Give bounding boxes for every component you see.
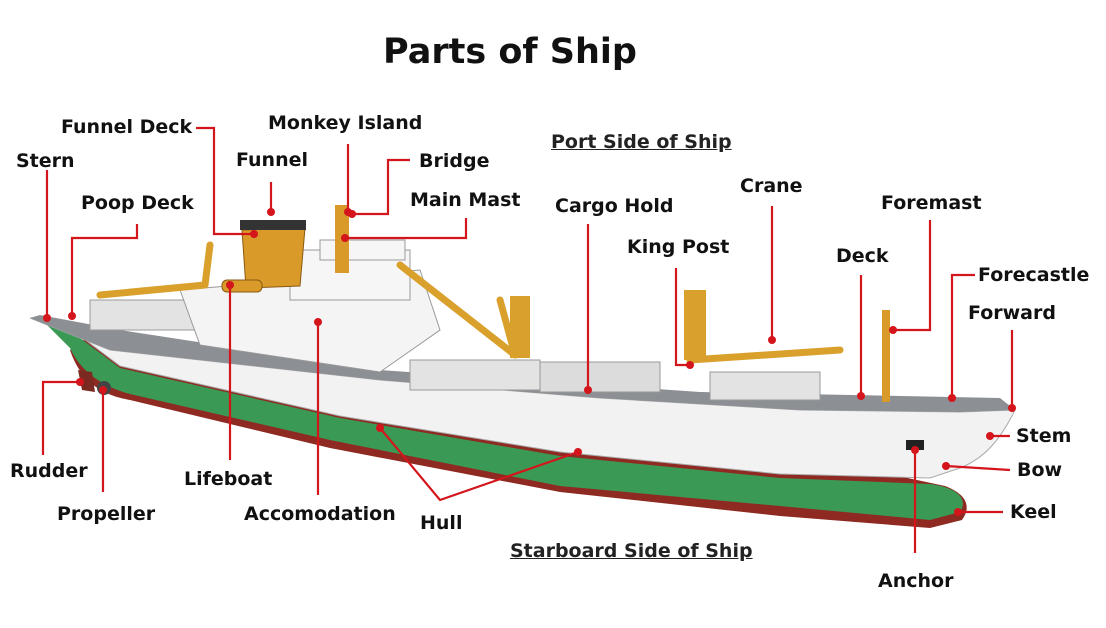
port-side-label: Port Side of Ship bbox=[551, 131, 732, 153]
label-anchor: Anchor bbox=[878, 570, 954, 592]
starboard-side-label: Starboard Side of Ship bbox=[510, 540, 753, 562]
hull-white bbox=[29, 317, 1016, 479]
hatch-4 bbox=[89, 299, 201, 331]
label-funnel-deck: Funnel Deck bbox=[61, 116, 193, 138]
label-forward: Forward bbox=[968, 302, 1056, 324]
label-keel: Keel bbox=[1010, 501, 1057, 523]
funnel-top bbox=[240, 220, 306, 230]
crane-post-1 bbox=[510, 296, 530, 358]
hull-green-band bbox=[40, 318, 963, 520]
label-hull: Hull bbox=[420, 512, 463, 534]
label-stem: Stem bbox=[1016, 425, 1072, 447]
label-cargo-hold: Cargo Hold bbox=[555, 195, 674, 217]
label-propeller: Propeller bbox=[57, 503, 156, 525]
label-main-mast: Main Mast bbox=[410, 189, 521, 211]
deck-strip bbox=[30, 315, 1015, 412]
rudder-shape bbox=[78, 370, 95, 392]
hatch-1 bbox=[409, 359, 541, 391]
label-bow: Bow bbox=[1017, 459, 1063, 481]
label-crane: Crane bbox=[740, 175, 803, 197]
label-king-post: King Post bbox=[627, 236, 730, 258]
label-deck: Deck bbox=[836, 245, 889, 267]
label-stern: Stern bbox=[16, 150, 75, 172]
label-funnel: Funnel bbox=[236, 149, 309, 171]
foremast-shape bbox=[882, 310, 890, 402]
anchor-shape bbox=[906, 440, 924, 450]
label-foremast: Foremast bbox=[881, 192, 982, 214]
hatch-2 bbox=[539, 361, 661, 393]
label-rudder: Rudder bbox=[10, 460, 88, 482]
label-forecastle: Forecastle bbox=[978, 264, 1090, 286]
diagram-title: Parts of Ship bbox=[383, 32, 637, 72]
label-lifeboat: Lifeboat bbox=[184, 468, 273, 490]
label-bridge: Bridge bbox=[419, 150, 490, 172]
label-monkey-island: Monkey Island bbox=[268, 112, 423, 134]
label-accomodation: Accomodation bbox=[244, 503, 396, 525]
hatch-3 bbox=[709, 371, 821, 401]
crane-post-2 bbox=[684, 290, 706, 360]
label-poop-deck: Poop Deck bbox=[81, 192, 194, 214]
